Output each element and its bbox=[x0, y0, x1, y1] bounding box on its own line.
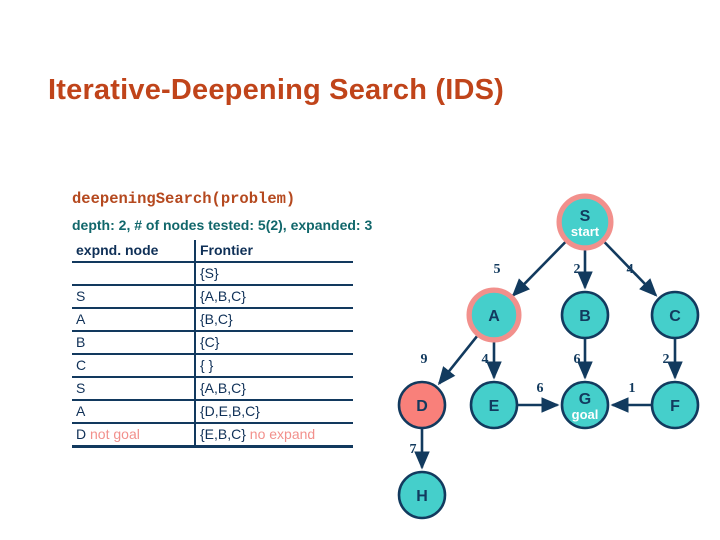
cell-frontier: {S} bbox=[195, 261, 353, 286]
graph-edge-S-C bbox=[601, 238, 658, 297]
cell-expanded-node: C bbox=[72, 353, 196, 378]
graph-edge-A-D bbox=[437, 332, 481, 386]
cell-frontier: {D,E,B,C} bbox=[195, 399, 353, 424]
node-circle-E[interactable] bbox=[469, 380, 519, 430]
node-circle-A[interactable] bbox=[470, 291, 518, 339]
cell-frontier-annotation: no expand bbox=[245, 426, 316, 442]
node-label-S: S bbox=[580, 208, 591, 225]
node-label-C: C bbox=[669, 308, 681, 325]
graph-node-A[interactable]: A bbox=[466, 287, 522, 343]
graph-edge-S-A bbox=[511, 238, 569, 297]
cell-frontier: { } bbox=[195, 353, 353, 378]
table-row: B{C} bbox=[72, 330, 353, 355]
node-circle-S[interactable] bbox=[560, 197, 610, 247]
node-circle-F[interactable] bbox=[650, 380, 700, 430]
edge-weight-S-A: 5 bbox=[494, 262, 501, 277]
node-label-H: H bbox=[416, 488, 428, 505]
graph-weight-layer: 5 2 4 9 4 6 2 6 1 7 bbox=[410, 262, 670, 457]
cell-frontier: {E,B,C} no expand bbox=[195, 422, 353, 448]
algorithm-call-label: deepeningSearch(problem) bbox=[72, 190, 296, 208]
graph-node-C[interactable]: C bbox=[650, 290, 700, 340]
cell-frontier: {B,C} bbox=[195, 307, 353, 332]
node-highlight-ring-S bbox=[556, 193, 614, 251]
node-circle-D[interactable] bbox=[397, 380, 447, 430]
node-label-D: D bbox=[416, 398, 428, 415]
graph-node-B[interactable]: B bbox=[560, 290, 610, 340]
cell-frontier: {A,B,C} bbox=[195, 376, 353, 401]
graph-node-F[interactable]: F bbox=[650, 380, 700, 430]
node-label-B: B bbox=[579, 308, 591, 325]
cell-expanded-node: S bbox=[72, 376, 196, 401]
cell-frontier: {C} bbox=[195, 330, 353, 355]
table-row: A{D,E,B,C} bbox=[72, 399, 353, 424]
edge-weight-A-E: 4 bbox=[482, 352, 489, 367]
search-status-label: depth: 2, # of nodes tested: 5(2), expan… bbox=[72, 217, 373, 233]
node-circle-G[interactable] bbox=[560, 380, 610, 430]
table-row: A{B,C} bbox=[72, 307, 353, 332]
cell-expanded-node: B bbox=[72, 330, 196, 355]
table-row: S{A,B,C} bbox=[72, 376, 353, 401]
node-label-F: F bbox=[670, 398, 680, 415]
graph-node-D[interactable]: D bbox=[397, 380, 447, 430]
edge-weight-E-G: 6 bbox=[537, 381, 544, 396]
node-circle-C[interactable] bbox=[650, 290, 700, 340]
page-title: Iterative-Deepening Search (IDS) bbox=[48, 74, 505, 106]
table-header: expnd. node Frontier bbox=[72, 240, 353, 263]
edge-weight-B-G: 6 bbox=[574, 352, 581, 367]
column-header-expanded-node: expnd. node bbox=[72, 240, 196, 263]
graph-node-E[interactable]: E bbox=[469, 380, 519, 430]
edge-weight-S-B: 2 bbox=[574, 262, 581, 277]
node-label-E: E bbox=[489, 398, 500, 415]
edge-weight-F-G: 1 bbox=[629, 381, 636, 396]
node-highlight-ring-A bbox=[466, 287, 522, 343]
cell-node-annotation: not goal bbox=[86, 426, 140, 442]
edge-weight-C-F: 2 bbox=[663, 352, 670, 367]
node-circle-B[interactable] bbox=[560, 290, 610, 340]
table-row: D not goal{E,B,C} no expand bbox=[72, 422, 353, 448]
table-row: S{A,B,C} bbox=[72, 284, 353, 309]
table-body: {S}S{A,B,C}A{B,C}B{C}C{ }S{A,B,C}A{D,E,B… bbox=[72, 261, 353, 448]
node-label-G: G bbox=[579, 391, 591, 408]
node-sublabel-S: start bbox=[571, 224, 600, 239]
node-sublabel-G: goal bbox=[572, 407, 599, 422]
cell-expanded-node bbox=[72, 261, 196, 286]
node-label-A: A bbox=[488, 308, 500, 325]
edge-weight-D-H: 7 bbox=[410, 442, 417, 457]
graph-edge-layer bbox=[414, 238, 683, 470]
cell-expanded-node: D not goal bbox=[72, 422, 196, 448]
search-trace-table: expnd. node Frontier {S}S{A,B,C}A{B,C}B{… bbox=[72, 240, 353, 448]
cell-frontier: {A,B,C} bbox=[195, 284, 353, 309]
node-circle-H[interactable] bbox=[397, 470, 447, 520]
cell-expanded-node: A bbox=[72, 399, 196, 424]
table-row: {S} bbox=[72, 261, 353, 286]
cell-expanded-node: A bbox=[72, 307, 196, 332]
table-header-row: expnd. node Frontier bbox=[72, 240, 353, 263]
graph-node-H[interactable]: H bbox=[397, 470, 447, 520]
table-row: C{ } bbox=[72, 353, 353, 378]
edge-weight-A-D: 9 bbox=[421, 352, 428, 367]
column-header-frontier: Frontier bbox=[195, 240, 353, 263]
cell-expanded-node: S bbox=[72, 284, 196, 309]
edge-weight-S-C: 4 bbox=[627, 262, 634, 277]
